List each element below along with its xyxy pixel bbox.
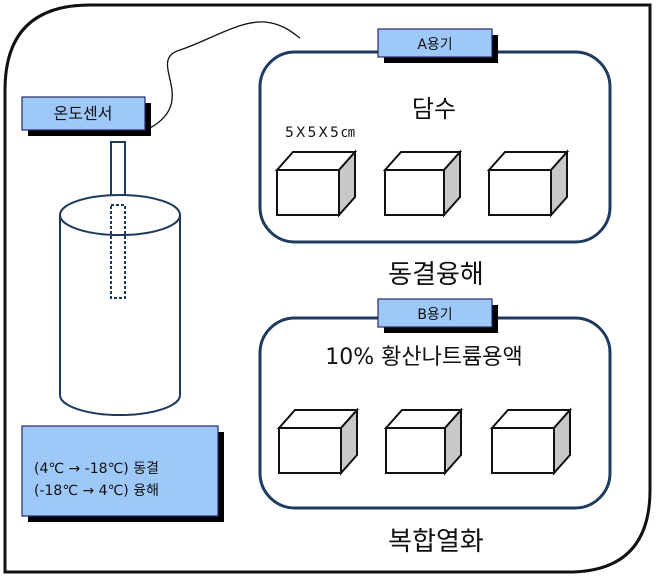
container-a-tag: A용기 (377, 28, 498, 63)
cube-a3 (486, 149, 570, 218)
cube-size-text: 5X5X5㎝ (285, 125, 357, 141)
container-b-tag-text: B용기 (417, 307, 452, 323)
container-b: B용기 10% 황산나트륨용액 복합열화 (258, 298, 612, 557)
container-b-liquid-text: 10% 황산나트륨용액 (325, 345, 523, 370)
thaw-cycle-text: (-18℃ → 4℃) 융해 (34, 483, 159, 499)
cube-a2 (382, 149, 463, 218)
container-a: A용기 담수 5X5X5㎝ (258, 28, 612, 244)
cube-b3 (489, 407, 573, 476)
container-b-process-text: 복합열화 (388, 527, 484, 557)
container-a-process-text: 동결융해 (388, 260, 484, 290)
container-a-liquid-text: 담수 (412, 95, 456, 123)
cube-b1 (276, 407, 360, 476)
sensor-wire (149, 21, 301, 129)
container-b-tag: B용기 (377, 298, 498, 333)
temperature-sensor-label: 온도센서 (21, 96, 151, 136)
cycle-info-box: (4℃ → -18℃) 동결 (-18℃ → 4℃) 융해 (21, 425, 224, 522)
temperature-sensor-text: 온도센서 (54, 104, 113, 123)
cylinder-beaker (59, 194, 181, 416)
cube-b2 (383, 407, 464, 476)
sensor-probe-submerged (110, 204, 126, 299)
cube-a1 (274, 149, 358, 218)
container-a-tag-text: A용기 (417, 37, 452, 53)
freeze-cycle-text: (4℃ → -18℃) 동결 (34, 461, 159, 477)
